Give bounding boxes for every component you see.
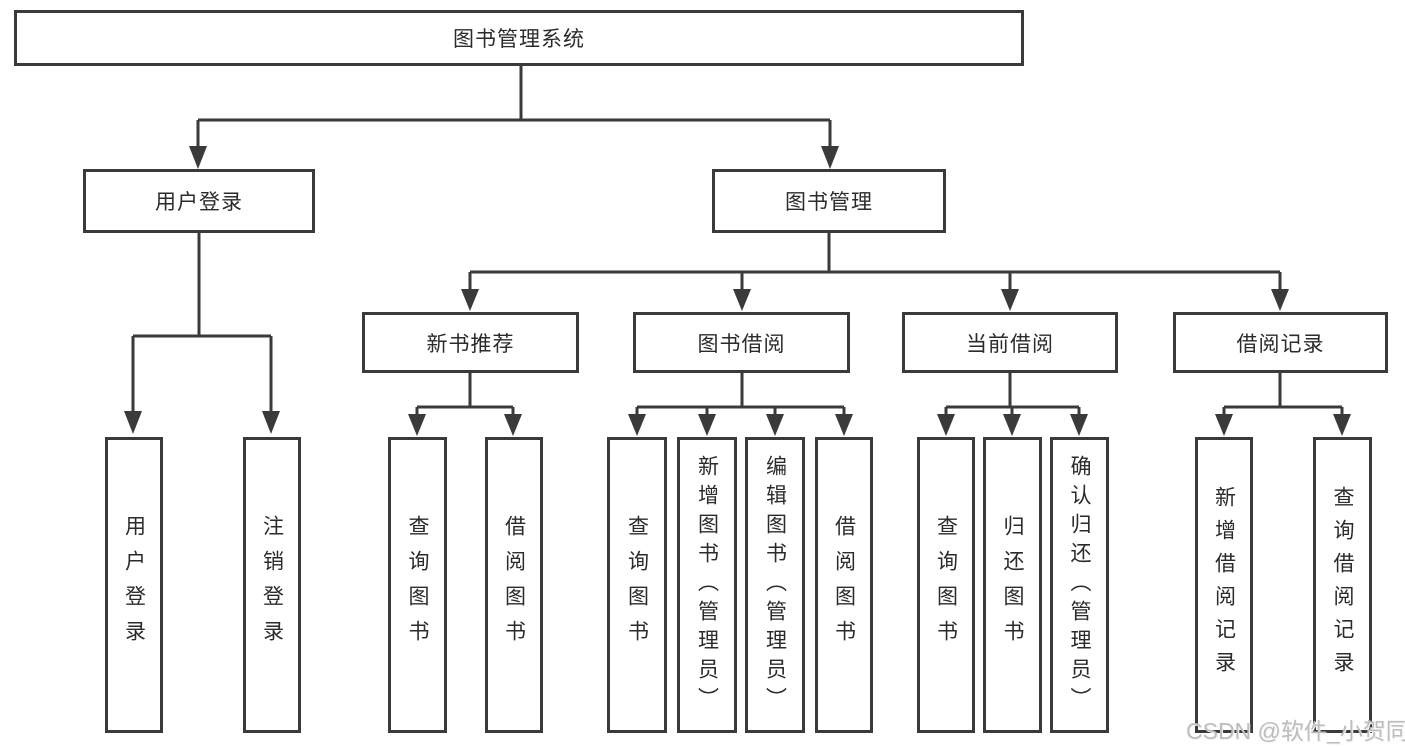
leaf-query-borrow-record: 查询借阅记录 [1313, 437, 1372, 733]
leaf-borrow-book: 借阅图书 [815, 437, 873, 733]
node-book-management: 图书管理 [712, 169, 946, 233]
arrow-icon [1001, 289, 1019, 311]
arrow-icon [821, 146, 839, 169]
arrow-icon [504, 414, 522, 436]
node-label: 注销登录 [260, 515, 284, 655]
arrow-icon [1215, 414, 1233, 436]
arrow-icon [408, 414, 426, 436]
arrow-icon [835, 414, 853, 436]
node-label: 查询图书 [625, 515, 649, 655]
node-label: 图书借阅 [697, 332, 786, 356]
node-label: 新增借阅记录 [1212, 486, 1236, 684]
leaf-add-book-admin: 新增图书（管理员） [677, 437, 737, 733]
node-label: 用户登录 [122, 515, 146, 655]
node-label: 图书管理 [785, 191, 873, 214]
node-label: 借阅记录 [1236, 332, 1325, 356]
leaf-query-book-current: 查询图书 [917, 437, 975, 733]
leaf-borrow-book-recommend: 借阅图书 [485, 437, 543, 733]
leaf-edit-book-admin: 编辑图书（管理员） [745, 437, 805, 733]
node-label: 查询图书 [406, 515, 429, 655]
node-label: 用户登录 [155, 191, 243, 214]
arrow-icon [1271, 289, 1289, 311]
node-current-borrow: 当前借阅 [902, 312, 1118, 373]
leaf-user-login: 用户登录 [105, 437, 163, 733]
node-label: 借阅图书 [832, 515, 856, 655]
node-label: 查询借阅记录 [1331, 486, 1354, 684]
node-label: 当前借阅 [966, 332, 1054, 356]
arrow-icon [189, 146, 207, 169]
node-library-management-system: 图书管理系统 [14, 10, 1024, 66]
node-label: 确认归还（管理员） [1068, 454, 1091, 716]
node-label: 编辑图书（管理员） [763, 454, 787, 716]
node-book-borrow: 图书借阅 [633, 312, 850, 373]
arrow-icon [461, 289, 479, 311]
leaf-logout: 注销登录 [243, 437, 301, 733]
node-label: 借阅图书 [502, 515, 526, 655]
arrow-icon [1070, 414, 1088, 436]
arrow-icon [937, 414, 955, 436]
arrow-icon [124, 411, 142, 434]
node-label: 新书推荐 [426, 332, 515, 356]
arrow-icon [1003, 414, 1021, 436]
node-user-login: 用户登录 [83, 169, 315, 233]
arrow-icon [698, 414, 716, 436]
node-label: 图书管理系统 [453, 28, 585, 51]
leaf-query-book-recommend: 查询图书 [388, 437, 447, 733]
leaf-query-book-borrow: 查询图书 [607, 437, 667, 733]
node-label: 归还图书 [1001, 515, 1024, 655]
csdn-watermark: CSDN @软件_小贺同学 [1186, 718, 1405, 744]
node-label: 查询图书 [934, 515, 958, 655]
leaf-confirm-return-admin: 确认归还（管理员） [1050, 437, 1109, 733]
arrow-icon [733, 289, 751, 311]
leaf-add-borrow-record: 新增借阅记录 [1195, 437, 1253, 733]
arrow-icon [628, 414, 646, 436]
arrow-icon [262, 411, 280, 434]
arrow-icon [766, 414, 784, 436]
leaf-return-book: 归还图书 [983, 437, 1042, 733]
node-label: 新增图书（管理员） [695, 454, 719, 716]
node-borrow-record: 借阅记录 [1173, 312, 1388, 373]
arrow-icon [1333, 414, 1351, 436]
node-new-book-recommend: 新书推荐 [362, 312, 579, 373]
